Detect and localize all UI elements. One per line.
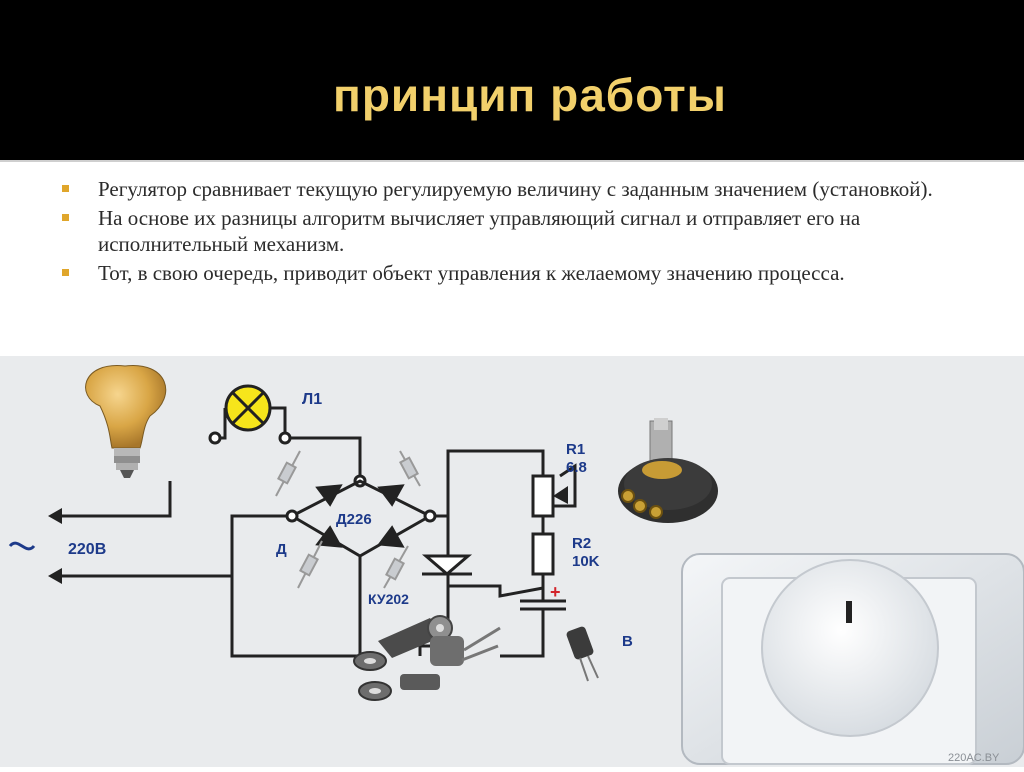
r1-value-label: 6.8: [566, 459, 587, 476]
circuit-diagram: Л1 220В: [0, 356, 1024, 767]
diode-bridge: [291, 479, 434, 576]
bullet-item: На основе их разницы алгоритм вычисляет …: [62, 205, 962, 257]
bullet-text: Регулятор сравнивает текущую регулируему…: [98, 177, 933, 201]
thyristor-component-icon: [353, 615, 501, 701]
capacitor-component-icon: [566, 626, 599, 682]
lamp-label: Л1: [302, 391, 322, 408]
watermark: 220AC.BY: [948, 752, 1000, 764]
bullet-list: Регулятор сравнивает текущую регулируему…: [62, 176, 962, 289]
capacitor-plus-label: +: [550, 582, 561, 602]
diode-label: Д: [276, 541, 287, 558]
lamp-symbol-icon: [224, 384, 272, 432]
thyristor-label: КУ202: [368, 591, 409, 607]
thyristor-symbol-icon: [421, 554, 473, 576]
r2-value-label: 10K: [572, 553, 600, 570]
capacitor-symbol-icon: [520, 599, 566, 611]
slide-title: принцип работы: [333, 69, 727, 121]
header-divider: [0, 160, 1024, 162]
bullet-text: Тот, в свою очередь, приводит объект упр…: [98, 261, 845, 285]
bullet-item: Тот, в свою очередь, приводит объект упр…: [62, 260, 962, 286]
resistor-r2-icon: [531, 532, 555, 576]
supply-label: 220В: [68, 541, 106, 558]
r1-name-label: R1: [566, 441, 585, 458]
diode-component-icon: [275, 450, 421, 589]
bullet-item: Регулятор сравнивает текущую регулируему…: [62, 176, 962, 202]
dimmer-circuit-figure: Л1 220В: [0, 356, 1024, 767]
r2-name-label: R2: [572, 535, 591, 552]
light-bulb-icon: [85, 365, 167, 478]
bridge-label: Д226: [336, 511, 372, 528]
slide-header: принцип работы: [0, 0, 1024, 160]
ac-wave-icon: [8, 541, 36, 551]
bullet-text: На основе их разницы алгоритм вычисляет …: [98, 206, 861, 256]
bullet-square-icon: [62, 214, 69, 221]
bullet-square-icon: [62, 185, 69, 192]
potentiometer-component-icon: [618, 418, 718, 523]
dimmer-switch-icon: [681, 553, 1024, 765]
mains-arrows: [48, 508, 80, 584]
bullet-square-icon: [62, 269, 69, 276]
capacitor-label: В: [622, 633, 633, 650]
resistor-r1-icon: [531, 474, 568, 518]
